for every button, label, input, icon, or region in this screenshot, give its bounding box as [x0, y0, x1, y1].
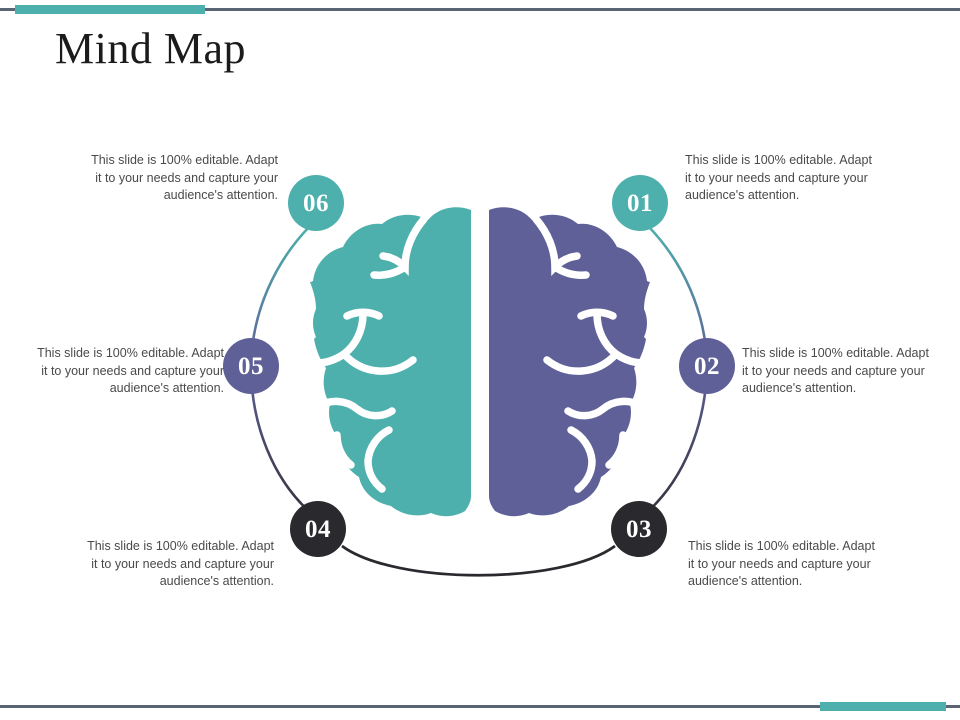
mind-map-node-04[interactable]: 04 [290, 501, 346, 557]
brain-right-hemisphere [489, 207, 654, 517]
node-04-description: This slide is 100% editable. Adapt it to… [87, 539, 274, 588]
node-05-description: This slide is 100% editable. Adapt it to… [37, 346, 224, 395]
top-accent-bar [15, 5, 205, 14]
bottom-accent-bar [820, 702, 946, 711]
node-02-label: 02 [694, 352, 720, 380]
node-05-label: 05 [238, 352, 264, 380]
mind-map-node-06[interactable]: 06 [288, 175, 344, 231]
mind-map-node-01[interactable]: 01 [612, 175, 668, 231]
node-03-description: This slide is 100% editable. Adapt it to… [688, 539, 875, 588]
node-02-description: This slide is 100% editable. Adapt it to… [742, 346, 929, 395]
mind-map-node-02[interactable]: 02 [679, 338, 735, 394]
brain-central-gap [473, 205, 487, 520]
mind-map-node-05[interactable]: 05 [223, 338, 279, 394]
node-06-description: This slide is 100% editable. Adapt it to… [91, 153, 278, 202]
brain-hemispheres-icon [306, 205, 654, 520]
page-title: Mind Map [55, 24, 246, 73]
node-04-label: 04 [305, 515, 331, 543]
mind-map-node-03[interactable]: 03 [611, 501, 667, 557]
top-divider-line [0, 8, 960, 11]
node-01-description: This slide is 100% editable. Adapt it to… [685, 153, 872, 202]
bottom-divider-line [0, 705, 960, 708]
node-03-label: 03 [626, 515, 652, 543]
node-06-label: 06 [303, 189, 329, 217]
brain-left-hemisphere [306, 207, 471, 517]
connector-04-03 [341, 544, 616, 577]
node-01-label: 01 [627, 189, 653, 217]
